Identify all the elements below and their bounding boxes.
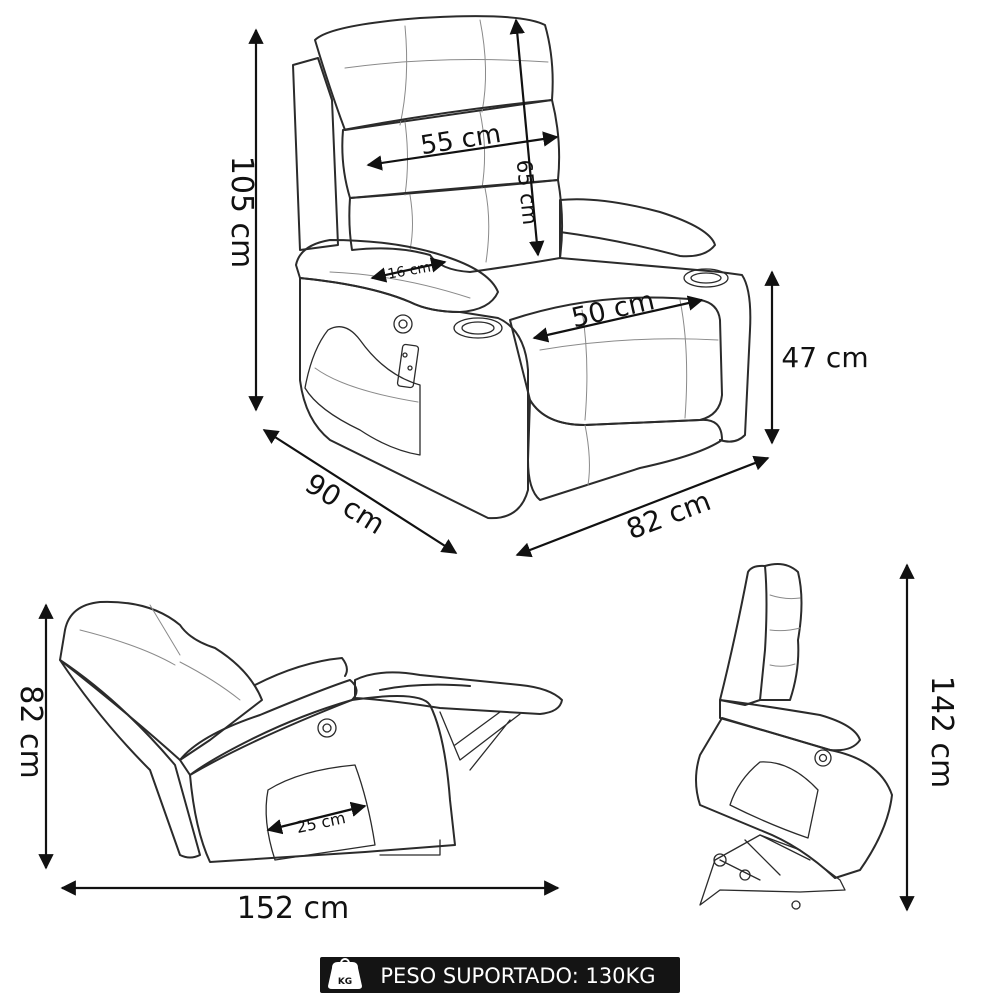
weight-icon: KG (328, 958, 362, 989)
height-total-label: 105 cm (224, 156, 259, 269)
lifted-height-label: 142 cm (924, 676, 959, 789)
reclined-dimension-lines (38, 603, 560, 896)
weight-icon-text: KG (338, 977, 352, 987)
front-view-dimension-lines (248, 18, 780, 558)
pocket-width-label: 25 cm (295, 808, 348, 837)
reclined-side-view-chair (59, 600, 563, 863)
weight-capacity-label: PESO SUPORTADO: 130KG (380, 964, 655, 988)
seat-width-label: 50 cm (569, 285, 658, 334)
weight-badge: KG PESO SUPORTADO: 130KG (320, 957, 680, 993)
reclined-length-label: 152 cm (237, 891, 350, 926)
backrest-width-label: 55 cm (418, 119, 503, 161)
backrest-height-label: 65 cm (512, 158, 543, 226)
depth-label: 90 cm (299, 467, 390, 541)
width-label: 82 cm (622, 484, 715, 546)
seat-height-label: 47 cm (781, 341, 868, 374)
reclined-height-label: 82 cm (13, 685, 48, 778)
lifted-side-view-chair (695, 563, 893, 910)
armrest-width-label: 16 cm (386, 259, 432, 282)
